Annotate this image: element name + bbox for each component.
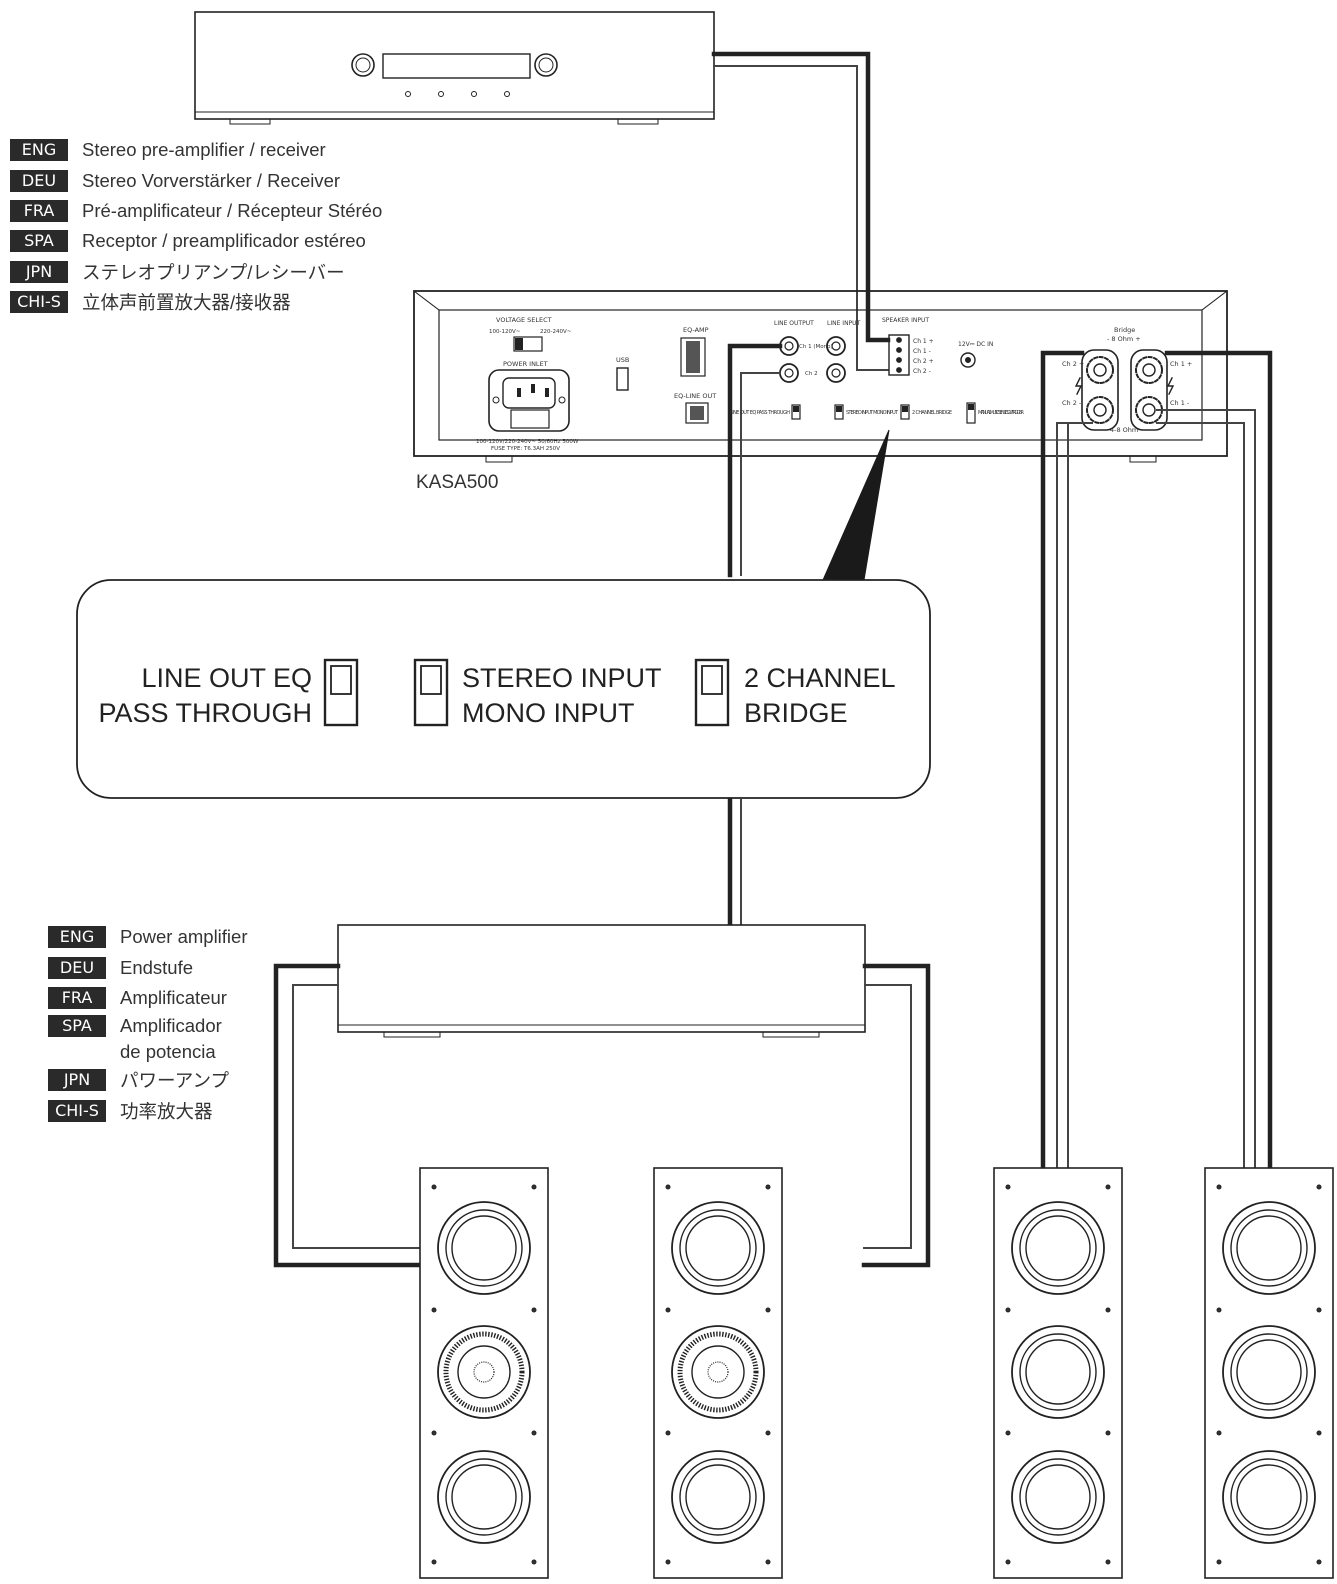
legend-text: 功率放大器	[120, 1100, 213, 1122]
callout-pointer	[822, 429, 890, 581]
legend-text: de potencia	[120, 1041, 216, 1063]
label-out-ch1p: Ch 1 +	[1170, 360, 1192, 368]
label-inlet-spec-1: 100-120V/220-240V~ 50/60Hz 500W	[476, 439, 579, 445]
legend-text: Amplificador	[120, 1015, 222, 1037]
language-tag: ENG	[48, 926, 106, 949]
cable-kasa500-right-speakers	[1040, 350, 1273, 1171]
legend-text: Amplificateur	[120, 986, 227, 1008]
legend-row: JPN パワーアンプ	[48, 1065, 248, 1095]
language-tag-spacer	[48, 1041, 106, 1063]
speakers	[419, 1167, 1334, 1579]
speaker-3	[993, 1167, 1123, 1579]
language-tag: FRA	[10, 199, 68, 222]
power-amp-legend: ENG Power amplifier DEU Endstufe FRA Amplif…	[48, 922, 248, 1126]
callout-bridge-label: 2 CHANNEL BRIDGE	[744, 661, 896, 731]
label-out-ch1m: Ch 1 -	[1170, 399, 1190, 407]
legend-row: DEU Endstufe	[48, 952, 248, 982]
legend-row: CHI-S 立体声前置放大器/接收器	[10, 287, 382, 317]
language-tag: CHI-S	[48, 1099, 106, 1122]
legend-row: ENG Power amplifier	[48, 922, 248, 952]
label-bridge: Bridge	[1114, 326, 1135, 334]
label-inlet-spec-2: FUSE TYPE: T6.3AH 250V	[491, 446, 560, 452]
speaker-1	[419, 1167, 549, 1579]
preamp-legend: ENG Stereo pre-amplifier / receiver DEU St…	[10, 135, 382, 317]
label-voltage-2: 220-240V~	[540, 329, 572, 335]
label-sw-bridge: 2 CHANNEL BRIDGE	[912, 410, 952, 416]
callout-bridge-line2: BRIDGE	[744, 698, 848, 728]
legend-row: FRA Amplificateur	[48, 983, 248, 1013]
cable-line-output-power-amp	[727, 343, 783, 928]
label-out-ohm: 4-8 Ohm	[1110, 426, 1138, 434]
label-speaker-input: SPEAKER INPUT	[882, 317, 929, 324]
label-eq-amp: EQ-AMP	[683, 326, 709, 334]
callout-lineout-line1: LINE OUT EQ	[141, 663, 312, 693]
legend-row: ENG Stereo pre-amplifier / receiver	[10, 135, 382, 165]
legend-row: JPN ステレオプリアンプ/レシーバー	[10, 257, 382, 287]
label-voltage-1: 100-120V~	[489, 329, 521, 335]
language-tag: ENG	[10, 139, 68, 162]
language-tag: FRA	[48, 986, 106, 1009]
legend-text: Stereo pre-amplifier / receiver	[82, 139, 326, 161]
label-sw-lineout: LINE OUT EQ PASS THROUGH	[730, 410, 790, 416]
language-tag: CHI-S	[10, 291, 68, 314]
language-tag: SPA	[48, 1015, 106, 1038]
legend-row: FRA Pré-amplificateur / Récepteur Stéréo	[10, 196, 382, 226]
label-sp-ch1p: Ch 1 +	[913, 338, 934, 345]
label-out-ch2m: Ch 2 -	[1062, 399, 1082, 407]
model-name: KASA500	[416, 472, 499, 493]
legend-text: Endstufe	[120, 956, 194, 978]
label-eq-line-out: EQ-LINE OUT	[674, 392, 716, 400]
label-ch1-mono: Ch 1 (Mono)	[799, 344, 833, 350]
label-line-output: LINE OUTPUT	[774, 320, 814, 327]
legend-row: SPA Receptor / preamplificador estéreo	[10, 226, 382, 256]
label-dc-in: 12V⎓ DC IN	[958, 341, 993, 348]
legend-row: de potencia	[48, 1039, 248, 1065]
power-amplifier	[337, 924, 866, 1038]
label-ch2: Ch 2	[805, 371, 818, 377]
callout-stereo-label: STEREO INPUT MONO INPUT	[462, 661, 662, 731]
legend-text: Stereo Vorverstärker / Receiver	[82, 169, 341, 191]
label-sw-trigger: MANUAL MUSIC SENSE 12V TRIGGER	[978, 410, 1025, 416]
language-tag: JPN	[48, 1069, 106, 1092]
legend-row: SPA Amplificador	[48, 1013, 248, 1039]
language-tag: SPA	[10, 230, 68, 253]
label-sp-ch1m: Ch 1 -	[913, 348, 931, 355]
legend-text: ステレオプリアンプ/レシーバー	[82, 261, 345, 283]
language-tag: JPN	[10, 260, 68, 283]
legend-text: パワーアンプ	[120, 1070, 229, 1092]
cable-power-amp-left-speakers	[273, 963, 931, 1268]
label-bridge-ohm: - 8 Ohm +	[1107, 335, 1141, 343]
cable-preamp-speaker-input	[711, 51, 891, 371]
legend-row: DEU Stereo Vorverstärker / Receiver	[10, 165, 382, 195]
speaker-4	[1204, 1167, 1334, 1579]
callout-stereo-line2: MONO INPUT	[462, 698, 635, 728]
kasa500-amplifier	[413, 290, 1228, 463]
callout-lineout-line2: PASS THROUGH	[98, 698, 312, 728]
speaker-2	[653, 1167, 783, 1579]
legend-text: Pré-amplificateur / Récepteur Stéréo	[82, 199, 383, 221]
label-sw-stereo: STEREO INPUT MONO INPUT	[846, 410, 899, 416]
label-line-input: LINE INPUT	[827, 320, 861, 327]
legend-row: CHI-S 功率放大器	[48, 1096, 248, 1126]
label-sp-ch2p: Ch 2 +	[913, 358, 934, 365]
legend-text: 立体声前置放大器/接收器	[82, 292, 291, 314]
label-power-inlet: POWER INLET	[503, 360, 548, 368]
legend-text: Power amplifier	[120, 926, 248, 948]
callout-bridge-line1: 2 CHANNEL	[744, 663, 896, 693]
label-usb: USB	[616, 356, 629, 364]
language-tag: DEU	[10, 169, 68, 192]
callout-stereo-line1: STEREO INPUT	[462, 663, 662, 693]
label-out-ch2p: Ch 2 +	[1062, 360, 1084, 368]
preamp-receiver	[194, 11, 715, 125]
label-sp-ch2m: Ch 2 -	[913, 368, 931, 375]
callout-box	[76, 579, 931, 799]
language-tag: DEU	[48, 956, 106, 979]
callout-lineout-label: LINE OUT EQ PASS THROUGH	[98, 661, 312, 731]
legend-text: Receptor / preamplificador estéreo	[82, 230, 366, 252]
label-voltage-select: VOLTAGE SELECT	[496, 316, 552, 324]
